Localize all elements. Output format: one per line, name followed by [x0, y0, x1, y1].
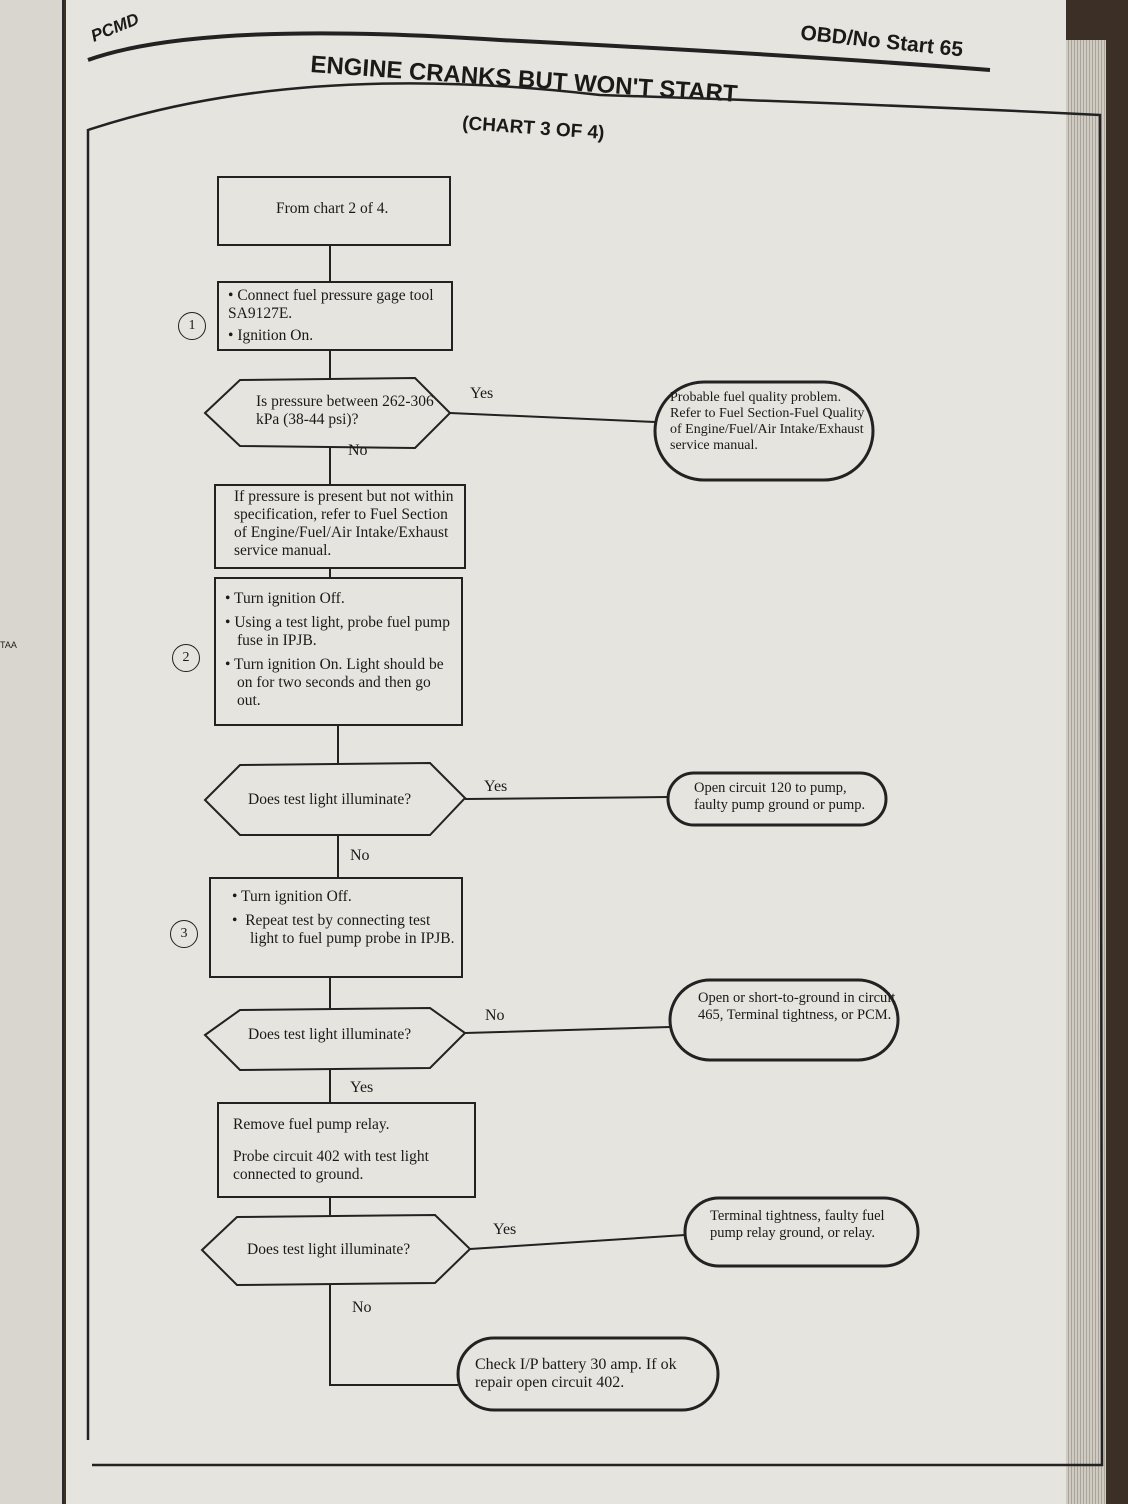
no-label: No — [352, 1299, 372, 1316]
decision-pressure: Is pressure between 262-306 kPa (38-44 p… — [256, 393, 434, 428]
chart-frame — [86, 82, 1104, 1467]
step2-box: • Turn ignition Off. • Using a test ligh… — [225, 590, 455, 710]
instruction: Probe circuit 402 with test light connec… — [233, 1148, 429, 1183]
step4-box: Remove fuel pump relay. Probe circuit 40… — [233, 1116, 468, 1184]
bullet: • Repeat test by connecting test light t… — [232, 912, 455, 947]
bullet: • Turn ignition Off. — [232, 888, 352, 905]
result-fuel-quality: Probable fuel quality problem. Refer to … — [670, 390, 865, 453]
start-box: From chart 2 of 4. — [276, 200, 389, 217]
no-label: No — [485, 1007, 505, 1024]
step1-box: • Connect fuel pressure gage tool SA9127… — [228, 287, 443, 345]
yes-label: Yes — [484, 778, 508, 795]
result-relay: Terminal tightness, faulty fuel pump rel… — [710, 1208, 885, 1241]
yes-label: Yes — [470, 385, 494, 402]
result-check-battery: Check I/P battery 30 amp. If ok repair o… — [475, 1356, 677, 1391]
decision-test-light-3: Does test light illuminate? — [247, 1241, 411, 1258]
step-number-2: 2 — [172, 644, 200, 672]
start-box-outline — [217, 176, 451, 246]
bullet: • Using a test light, probe fuel pump fu… — [225, 614, 450, 649]
step-number-1: 1 — [178, 312, 206, 340]
yes-label: Yes — [350, 1079, 374, 1096]
decision-test-light-2: Does test light illuminate? — [248, 1026, 412, 1043]
result-circuit-465: Open or short-to-ground in circuit 465, … — [698, 990, 896, 1023]
result-open-circuit-120: Open circuit 120 to pump, faulty pump gr… — [694, 780, 866, 813]
no-label: No — [348, 442, 368, 459]
header-rule — [87, 31, 991, 72]
manual-page — [66, 0, 1066, 1504]
step-number-3: 3 — [170, 920, 198, 948]
adjacent-left-page: TAA — [0, 0, 64, 1504]
bullet: • Turn ignition On. Light should be on f… — [225, 656, 444, 709]
yes-label: Yes — [493, 1221, 517, 1238]
bullet: • Connect fuel pressure gage tool SA9127… — [228, 287, 434, 322]
no-label: No — [350, 847, 370, 864]
bullet: • Turn ignition Off. — [225, 590, 345, 607]
instruction: Remove fuel pump relay. — [233, 1116, 390, 1133]
pressure-note-box: If pressure is present but not within sp… — [234, 488, 454, 559]
bullet: • Ignition On. — [228, 327, 314, 344]
decision-test-light-1: Does test light illuminate? — [248, 791, 412, 808]
left-page-fragment: TAA — [0, 640, 17, 650]
step3-box: • Turn ignition Off. • Repeat test by co… — [232, 888, 457, 948]
